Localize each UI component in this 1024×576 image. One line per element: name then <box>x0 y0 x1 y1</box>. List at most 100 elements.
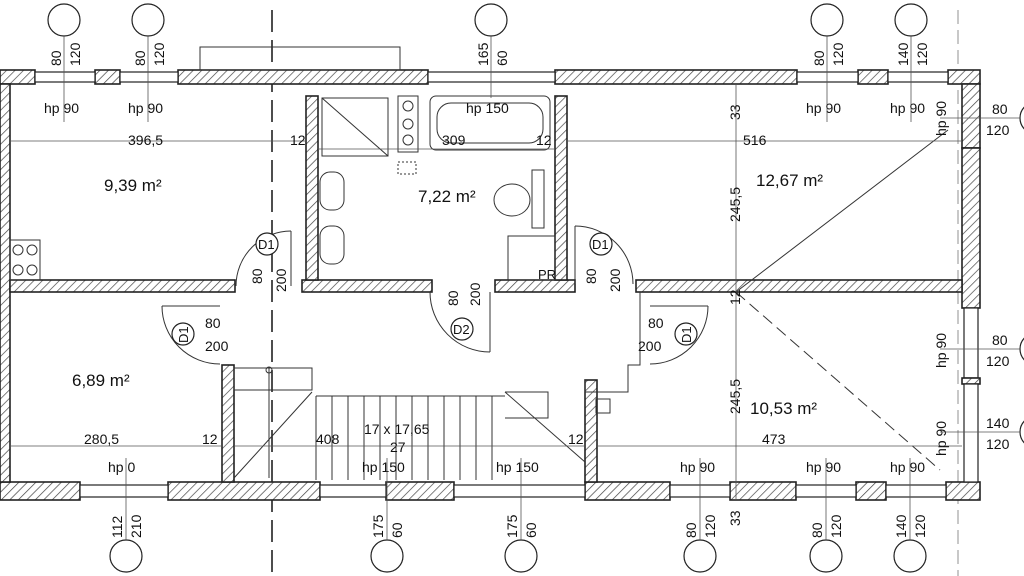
width-dim-5: 408 <box>316 431 340 447</box>
svg-text:175: 175 <box>504 514 520 538</box>
staircase <box>233 366 586 480</box>
svg-text:140: 140 <box>986 415 1010 431</box>
door-tag-d2: D2 80 200 <box>445 282 483 341</box>
svg-text:120: 120 <box>828 514 844 538</box>
svg-text:175: 175 <box>370 514 386 538</box>
exterior-wall-right <box>961 83 981 483</box>
sill-top-2: hp 90 <box>128 100 163 116</box>
svg-text:200: 200 <box>273 268 289 292</box>
sill-top-5: hp 90 <box>890 100 925 116</box>
shower-icon <box>321 97 389 157</box>
svg-text:80: 80 <box>811 50 827 66</box>
width-dim-3: 516 <box>743 132 767 148</box>
svg-text:210: 210 <box>128 514 144 538</box>
height-dim-3: 33 <box>727 104 743 120</box>
svg-text:80: 80 <box>683 522 699 538</box>
toilet-icon <box>493 169 545 229</box>
svg-text:80: 80 <box>132 50 148 66</box>
stairs-count: 27 <box>390 439 406 455</box>
wall-dim-c: 12 <box>202 431 218 447</box>
height-dim-wall: 12 <box>727 289 743 305</box>
door-tag-d1-b: D1 80 200 <box>583 232 623 292</box>
room-area-4: 6,89 m² <box>72 371 130 390</box>
door-tag-d1-a: D1 80 200 <box>249 232 289 292</box>
svg-text:D1: D1 <box>679 326 694 343</box>
sill-bottom-6: hp 90 <box>890 459 925 475</box>
window-dim-bottom-2: 175 60 <box>370 458 405 573</box>
svg-text:60: 60 <box>523 522 539 538</box>
svg-text:112: 112 <box>109 515 125 538</box>
svg-text:200: 200 <box>607 268 623 292</box>
sink-icon <box>319 171 345 265</box>
height-dim-1: 245,5 <box>727 187 743 222</box>
window-dim-right-3: 140 120 <box>940 415 1024 452</box>
window-dim-top-3: 165 60 <box>474 3 510 98</box>
room-area-1: 9,39 m² <box>104 176 162 195</box>
svg-text:80: 80 <box>992 101 1008 117</box>
wall-dim-a: 12 <box>290 132 306 148</box>
svg-text:120: 120 <box>702 514 718 538</box>
window-dim-top-4: 80 120 <box>810 3 846 122</box>
pr-label: PR <box>538 267 556 282</box>
svg-text:120: 120 <box>912 514 928 538</box>
svg-text:80: 80 <box>809 522 825 538</box>
svg-text:165: 165 <box>475 42 491 66</box>
svg-text:120: 120 <box>986 436 1010 452</box>
svg-text:140: 140 <box>893 514 909 538</box>
svg-text:D1: D1 <box>258 237 275 252</box>
svg-text:120: 120 <box>830 42 846 66</box>
svg-text:120: 120 <box>914 42 930 66</box>
width-dim-6: 473 <box>762 431 786 447</box>
svg-text:80: 80 <box>583 268 599 284</box>
svg-text:140: 140 <box>895 42 911 66</box>
width-dim-4: 280,5 <box>84 431 119 447</box>
svg-text:80: 80 <box>48 50 64 66</box>
sill-bottom-4: hp 90 <box>680 459 715 475</box>
sill-bottom-3: hp 150 <box>496 459 539 475</box>
sill-right-3: hp 90 <box>933 421 949 456</box>
door-tag-d1-d: D1 80 200 <box>638 315 698 354</box>
wall-dim-b: 12 <box>536 132 552 148</box>
window-top <box>34 71 949 83</box>
svg-text:200: 200 <box>467 282 483 306</box>
room-area-3: 12,67 m² <box>756 171 823 190</box>
svg-text:120: 120 <box>986 122 1010 138</box>
sill-bottom-1: hp 0 <box>108 459 135 475</box>
svg-text:200: 200 <box>638 338 662 354</box>
window-dim-bottom-1: 112 210 <box>109 458 144 573</box>
window-dim-bottom-3: 175 60 <box>504 458 539 573</box>
sill-bottom-2: hp 150 <box>362 459 405 475</box>
window-dim-right-1: 80 120 <box>940 101 1024 138</box>
sill-top-3: hp 150 <box>466 100 509 116</box>
window-dim-top-2: 80 120 <box>131 3 167 122</box>
svg-text:120: 120 <box>986 353 1010 369</box>
cooktop-icon <box>9 239 41 281</box>
window-dim-top-1: 80 120 <box>47 3 83 122</box>
sill-top-1: hp 90 <box>44 100 79 116</box>
sill-right-2: hp 90 <box>933 333 949 368</box>
svg-text:60: 60 <box>494 50 510 66</box>
svg-text:80: 80 <box>992 332 1008 348</box>
svg-text:D1: D1 <box>592 237 609 252</box>
sill-top-4: hp 90 <box>806 100 841 116</box>
interior-walls <box>9 95 963 483</box>
wall-dim-d: 12 <box>568 431 584 447</box>
stairs-spec: 17 x 17,65 <box>364 421 430 437</box>
svg-text:80: 80 <box>249 268 265 284</box>
height-dim-2: 245,5 <box>727 379 743 414</box>
width-dim-1: 396,5 <box>128 132 163 148</box>
bathtub-icon <box>429 95 551 151</box>
height-dim-4: 33 <box>727 510 743 526</box>
svg-text:120: 120 <box>67 42 83 66</box>
svg-text:80: 80 <box>445 290 461 306</box>
sill-bottom-5: hp 90 <box>806 459 841 475</box>
door-swings <box>161 225 709 365</box>
room-area-2: 7,22 m² <box>418 187 476 206</box>
svg-text:200: 200 <box>205 338 229 354</box>
boiler-icon <box>397 95 419 153</box>
svg-text:D1: D1 <box>176 326 191 343</box>
door-tag-d1-c: D1 80 200 <box>171 315 229 354</box>
window-dim-bottom-6: 140 120 <box>893 458 928 573</box>
